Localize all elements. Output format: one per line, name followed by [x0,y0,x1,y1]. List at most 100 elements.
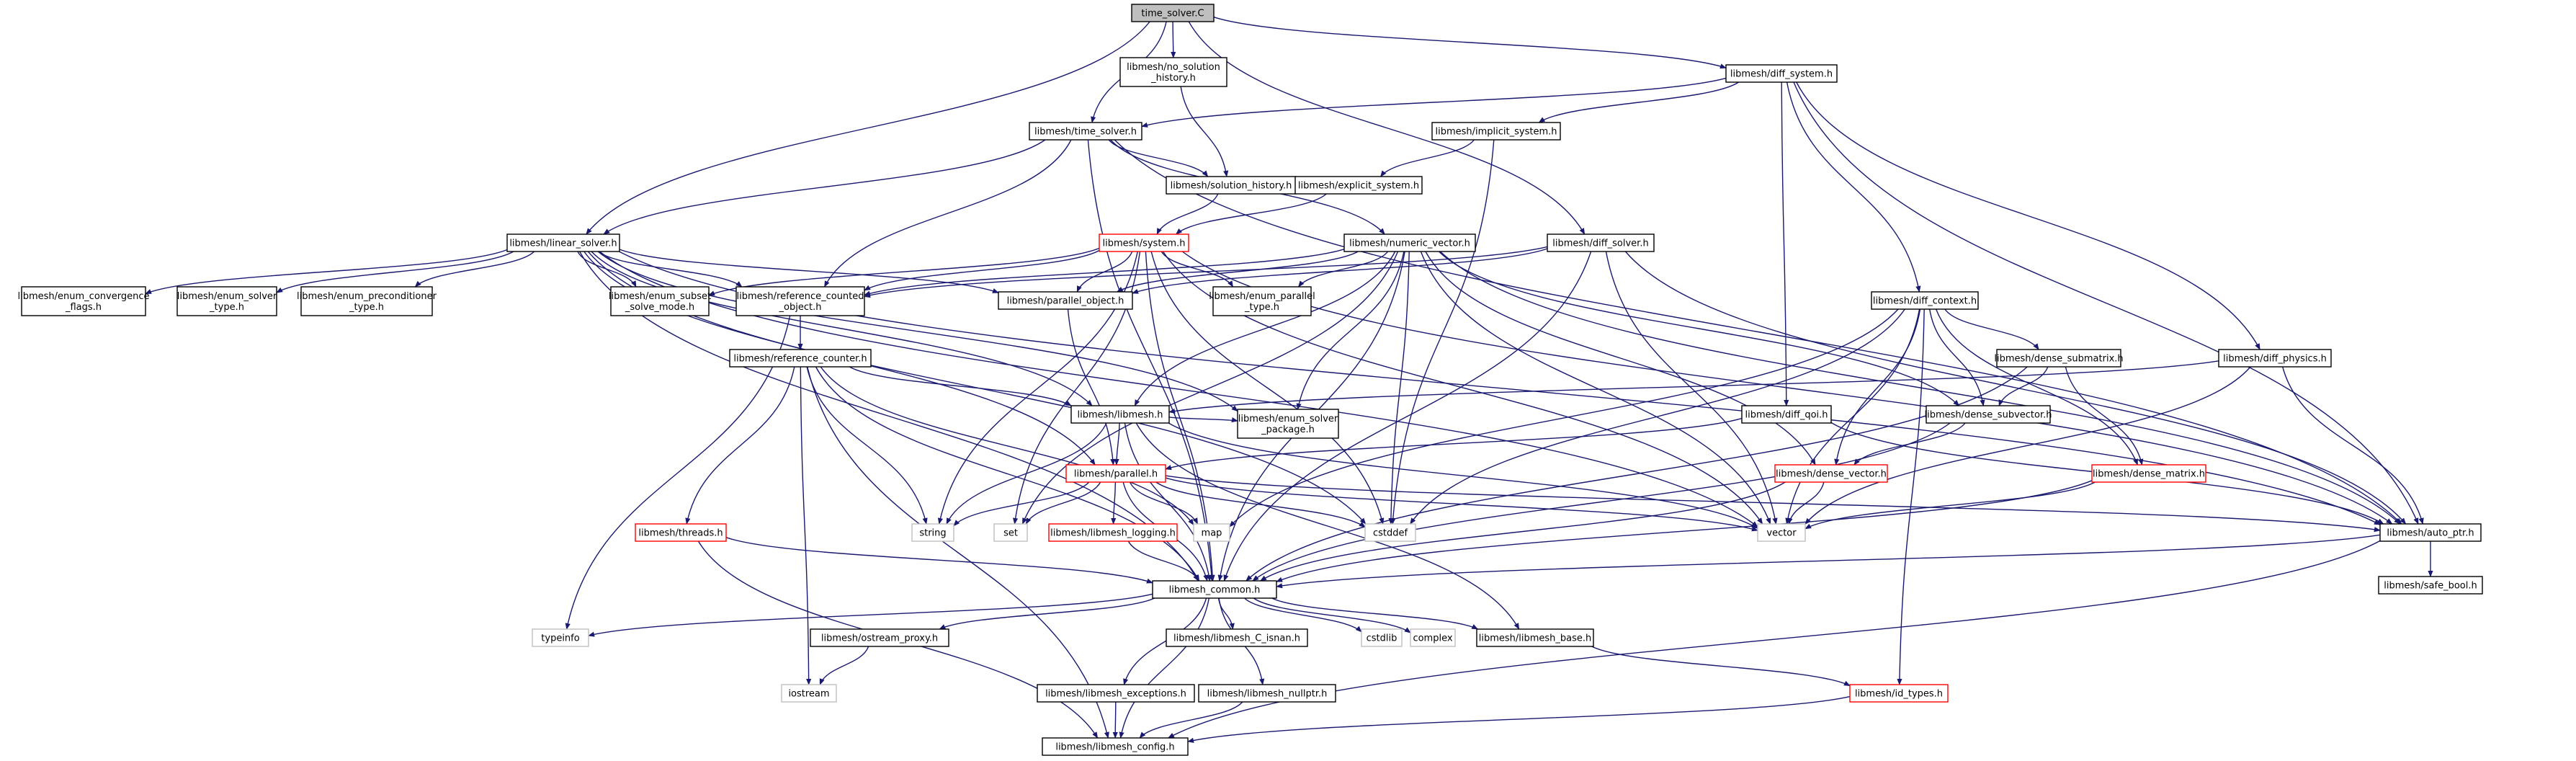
node-libmesh-c-isnan[interactable]: libmesh/libmesh_C_isnan.h [1166,628,1308,647]
node-enum-solver-type[interactable]: libmesh/enum_solver_type.h [176,286,277,316]
node-complex[interactable]: complex [1410,628,1456,647]
node-libmesh-exceptions[interactable]: libmesh/libmesh_exceptions.h [1037,684,1195,703]
node-dense-subvector[interactable]: libmesh/dense_subvector.h [1925,405,2052,424]
node-reference-counted-object[interactable]: libmesh/reference_counted_object.h [735,286,865,316]
node-ostream-proxy[interactable]: libmesh/ostream_proxy.h [810,628,949,647]
node-label: libmesh/system.h [1103,239,1186,249]
node-box [1152,580,1277,599]
node-label: _type.h [209,302,244,313]
node-box [1996,349,2121,368]
node-set[interactable]: set [993,523,1028,542]
node-id-types[interactable]: libmesh/id_types.h [1849,684,1949,703]
node-enum-preconditioner-type[interactable]: libmesh/enum_preconditioner_type.h [297,286,437,316]
node-label: libmesh/dense_subvector.h [1925,410,2052,421]
node-box [532,628,589,647]
node-time-solver[interactable]: libmesh/time_solver.h [1029,122,1142,141]
node-diff-solver[interactable]: libmesh/diff_solver.h [1547,233,1655,252]
node-box [1166,628,1308,647]
node-parallel[interactable]: libmesh/parallel.h [1065,464,1166,483]
node-label: libmesh/reference_counted [736,291,864,302]
node-typeinfo[interactable]: typeinfo [532,628,589,647]
edge-parallel-to-libmesh_logging [1111,481,1117,525]
node-diff-physics[interactable]: libmesh/diff_physics.h [2218,349,2332,368]
node-box [1294,176,1423,195]
edge-id_types-to-libmesh_config [1187,695,1851,743]
node-box [1741,405,1832,424]
node-label: iostream [788,689,829,700]
edge-diff_solver-to-vector [1605,251,1778,525]
edge-time_solver-to-solution_history [1108,139,1209,177]
node-diff-system[interactable]: libmesh/diff_system.h [1725,64,1838,83]
edge-no_solution_history-to-solution_history [1180,86,1229,177]
edge-diff_context-to-dense_submatrix [1944,308,2039,350]
node-no-solution-history[interactable]: libmesh/no_solution_history.h [1119,57,1227,87]
node-label: libmesh/dense_submatrix.h [1994,354,2123,365]
node-cstddef[interactable]: cstddef [1364,523,1416,542]
edge-diff_system-to-diff_physics [1796,81,2260,350]
node-dense-matrix[interactable]: libmesh/dense_matrix.h [2091,464,2206,483]
node-time-solver-c[interactable]: time_solver.C [1131,4,1215,22]
node-implicit-system[interactable]: libmesh/implicit_system.h [1431,122,1561,141]
node-vector[interactable]: vector [1757,523,1806,542]
edge-libmesh_logging-to-libmesh_common [1127,540,1200,582]
node-numeric-vector[interactable]: libmesh/numeric_vector.h [1343,233,1476,252]
edge-diff_physics-to-vector [1804,366,2251,525]
node-box [1212,286,1312,316]
edge-libmesh_common-to-libmesh_config [1119,597,1210,739]
edge-dense_matrix-to-libmesh_common [1276,480,2093,582]
node-box [1361,628,1403,647]
node-box [993,523,1028,542]
edge-diff_context-to-dense_vector [1834,308,1921,466]
node-enum-solver-package[interactable]: libmesh/enum_solver_package.h [1237,409,1339,439]
node-diff-qoi[interactable]: libmesh/diff_qoi.h [1741,405,1832,424]
edge-reference_counter-to-libmesh_config [807,366,1109,739]
edge-libmesh_common-to-cstdlib [1244,597,1362,633]
node-enum-parallel-type[interactable]: libmesh/enum_parallel_type.h [1209,286,1315,316]
node-libmesh-common[interactable]: libmesh_common.h [1152,580,1277,599]
node-label: cstdlib [1367,633,1397,644]
node-dense-submatrix[interactable]: libmesh/dense_submatrix.h [1994,349,2124,368]
node-explicit-system[interactable]: libmesh/explicit_system.h [1294,176,1423,195]
node-enum-convergence-flags[interactable]: libmesh/enum_convergence_flags.h [18,286,150,316]
node-label: libmesh/reference_counter.h [733,354,867,365]
node-libmesh-logging[interactable]: libmesh/libmesh_logging.h [1048,523,1178,542]
node-safe-bool[interactable]: libmesh/safe_bool.h [2378,576,2483,595]
edge-diff_system-to-implicit_system [1538,81,1739,123]
node-libmesh-base[interactable]: libmesh/libmesh_base.h [1476,628,1594,647]
node-box [2218,349,2332,368]
node-enum-subset-solve-mode[interactable]: libmesh/enum_subset_solve_mode.h [609,286,711,316]
node-iostream[interactable]: iostream [781,684,837,703]
edge-libmesh_h-to-string [946,422,1107,525]
node-reference-counter[interactable]: libmesh/reference_counter.h [729,349,872,368]
node-label: libmesh/diff_physics.h [2223,354,2327,365]
edge-system-to-cstddef [1150,251,1385,525]
node-system[interactable]: libmesh/system.h [1099,233,1189,252]
node-parallel-object[interactable]: libmesh/parallel_object.h [998,291,1133,310]
node-auto-ptr[interactable]: libmesh/auto_ptr.h [2379,523,2482,542]
node-linear-solver[interactable]: libmesh/linear_solver.h [506,233,620,252]
node-diff-context[interactable]: libmesh/diff_context.h [1871,291,1979,310]
edge-libmesh_common-to-ostream_proxy [939,597,1155,630]
node-label: libmesh/time_solver.h [1034,127,1137,138]
node-box [1774,464,1888,483]
node-label: set [1003,528,1018,539]
node-libmesh-nullptr[interactable]: libmesh/libmesh_nullptr.h [1198,684,1336,703]
node-threads[interactable]: libmesh/threads.h [635,523,727,542]
edge-diff_context-to-dense_subvector [1929,308,1985,406]
node-label: libmesh/explicit_system.h [1298,181,1419,192]
node-dense-vector[interactable]: libmesh/dense_vector.h [1774,464,1888,483]
node-label: _object.h [779,302,822,313]
edge-explicit_system-to-system [1176,193,1327,235]
edge-reference_counted_object-to-typeinfo [565,315,791,630]
node-map[interactable]: map [1193,523,1230,542]
node-libmesh-config[interactable]: libmesh/libmesh_config.h [1042,737,1189,756]
edge-reference_counter-to-string [806,366,928,525]
node-string[interactable]: string [911,523,954,542]
node-solution-history[interactable]: libmesh/solution_history.h [1166,176,1297,195]
node-cstdlib[interactable]: cstdlib [1361,628,1403,647]
node-libmesh-h[interactable]: libmesh/libmesh.h [1070,405,1170,424]
node-box [506,233,620,252]
edge-implicit_system-to-cstddef [1390,139,1495,525]
node-box [635,523,727,542]
